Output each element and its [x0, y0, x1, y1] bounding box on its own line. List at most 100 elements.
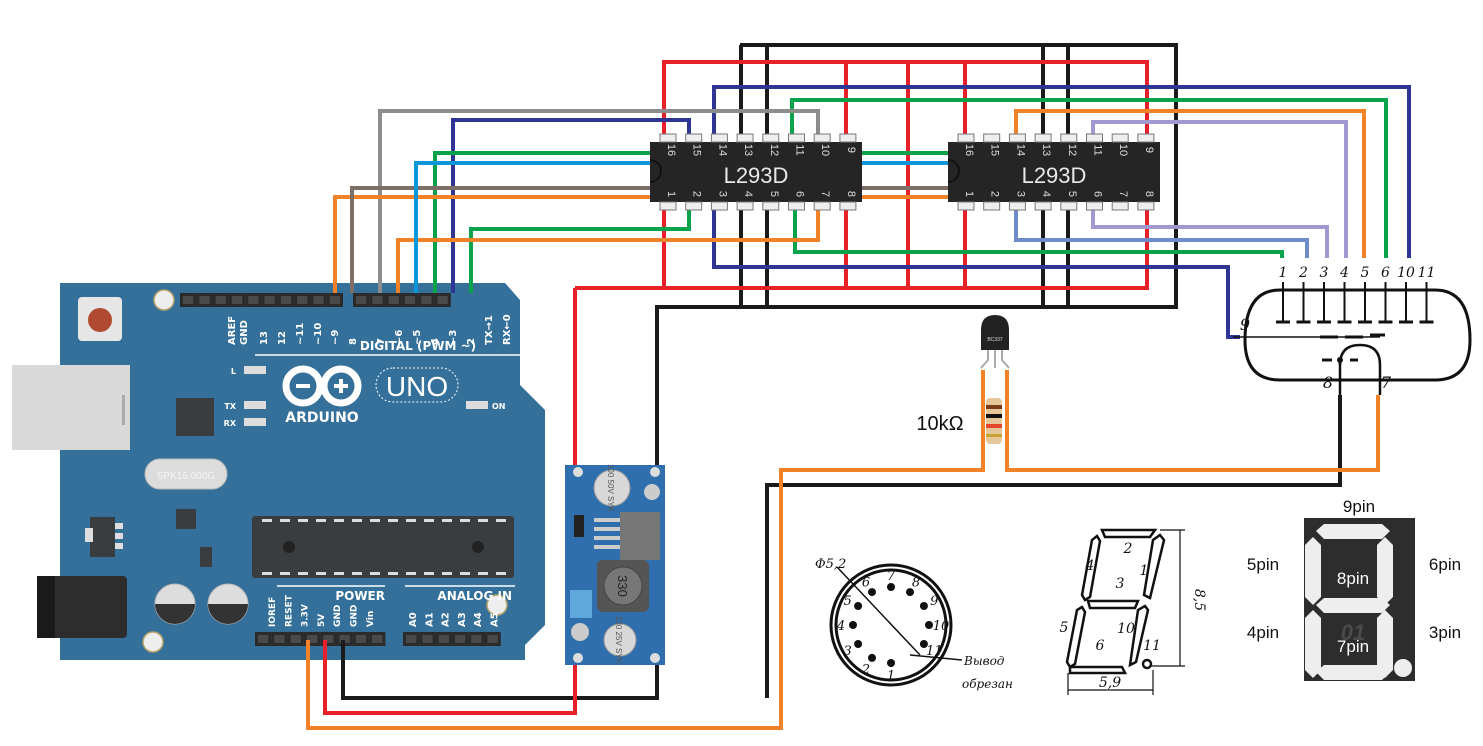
header-pin[interactable]: [356, 296, 367, 304]
chip-pin-number: 16: [665, 144, 677, 156]
digital-pin-label: RX←0: [502, 314, 513, 345]
header-pin[interactable]: [404, 296, 416, 304]
header-pin[interactable]: [406, 635, 417, 643]
cap-bottom-label: 220 25V SYK: [614, 616, 623, 665]
analog-pin-label: A2: [441, 612, 452, 627]
chip-pin: [788, 201, 805, 211]
chip-pin-number: 1: [665, 191, 677, 197]
header-pin[interactable]: [421, 296, 432, 304]
chip-pin: [839, 201, 857, 211]
chip-pin-number: 7: [1117, 191, 1129, 197]
chip-pin: [1086, 133, 1103, 143]
chip-pin-number: 2: [691, 191, 703, 197]
header-pin[interactable]: [372, 296, 383, 304]
header-pin[interactable]: [313, 296, 324, 304]
chip-pin: [1060, 201, 1078, 211]
power-pin-label: RESET: [284, 594, 294, 627]
header-pin[interactable]: [215, 296, 226, 304]
wire: [341, 640, 659, 700]
chip-pin-number: 5: [768, 191, 780, 197]
header-pin[interactable]: [339, 635, 350, 643]
chip-pin-number: 10: [819, 144, 831, 156]
digital-pin-label: ~3: [448, 330, 459, 345]
header-pin[interactable]: [422, 635, 433, 643]
header-pin[interactable]: [471, 635, 482, 643]
wire: [793, 210, 1284, 258]
arduino-logo: ARDUINO UNO: [282, 365, 459, 426]
atmega-chip: [252, 516, 514, 578]
brand-label: ARDUINO: [285, 410, 359, 426]
header-pin[interactable]: [248, 296, 259, 304]
wire: [306, 370, 985, 730]
header-pin[interactable]: [437, 296, 448, 304]
segment-number: 3: [1116, 576, 1125, 592]
pin-number: 11: [926, 644, 943, 659]
digital-pin-label: ~5: [412, 330, 423, 345]
chip-pin: [659, 201, 677, 211]
chip-pin: [813, 133, 831, 143]
segment-number: 10: [1117, 621, 1135, 637]
chip-pin-number: 3: [1014, 191, 1026, 197]
header-pin[interactable]: [280, 296, 292, 304]
power-label: POWER: [335, 589, 385, 603]
chip-pin-number: 6: [1092, 191, 1104, 197]
header-pin[interactable]: [306, 635, 318, 643]
chip-pin-number: 11: [794, 144, 806, 155]
svg-text:L: L: [231, 367, 236, 376]
chip-pin: [710, 201, 728, 211]
header-pin[interactable]: [199, 296, 210, 304]
digital-pin-label: ~11: [295, 323, 306, 345]
header-pin[interactable]: [323, 635, 334, 643]
wire: [378, 109, 820, 293]
header-pin[interactable]: [454, 635, 466, 643]
header-pin[interactable]: [264, 296, 275, 304]
pin-dot: [868, 588, 876, 597]
chip-pin-number: 12: [768, 144, 780, 156]
header-pin[interactable]: [231, 296, 243, 304]
header-pin[interactable]: [388, 296, 399, 304]
wire: [323, 640, 577, 715]
chip-pin: [710, 133, 728, 143]
header-pin[interactable]: [487, 635, 498, 643]
tube-pin-label: 7: [1381, 373, 1392, 392]
wire: [451, 118, 691, 293]
wire: [1091, 120, 1348, 258]
chip-pin: [1137, 133, 1155, 143]
chip-pin-number: 8: [1143, 191, 1155, 197]
header-pin[interactable]: [355, 635, 367, 643]
ghost-digits: 01: [1341, 620, 1365, 645]
chip-pin-number: 16: [963, 144, 975, 156]
digital-pin-label: 12: [277, 331, 288, 345]
tube-pin-label: 8: [1323, 373, 1333, 392]
header-pin[interactable]: [372, 635, 383, 643]
digital-pin-label: AREF: [227, 316, 238, 345]
header-pin[interactable]: [290, 635, 301, 643]
header-pin[interactable]: [297, 296, 308, 304]
segment-label-lower-left: 4pin: [1247, 623, 1279, 642]
chip-pin: [813, 201, 831, 211]
digital-pin-label: ~10: [313, 323, 324, 345]
chip-pin-number: 14: [1014, 144, 1026, 156]
segment-label-bottom: 7pin: [1337, 637, 1369, 656]
svg-text:TX: TX: [224, 402, 236, 411]
header-pin[interactable]: [274, 635, 285, 643]
digital-pin-label: ~9: [330, 330, 341, 345]
digital-pin-label: 2: [466, 338, 477, 345]
segment-number: 5: [1060, 620, 1069, 636]
tube-pin-label: 11: [1418, 265, 1436, 281]
header-pin[interactable]: [329, 296, 340, 304]
pin-number: 7: [887, 569, 896, 584]
chip-pin: [762, 133, 780, 143]
tube-pin-label: 3: [1320, 265, 1329, 281]
chip-pin: [983, 133, 1001, 143]
header-pin[interactable]: [258, 635, 269, 643]
resistor: [986, 398, 1002, 444]
chip-pin-number: 12: [1066, 144, 1078, 156]
digital-pin-label: 7: [376, 338, 387, 345]
chip-pin: [736, 201, 754, 211]
header-pin[interactable]: [183, 296, 194, 304]
header-pin[interactable]: [438, 635, 449, 643]
